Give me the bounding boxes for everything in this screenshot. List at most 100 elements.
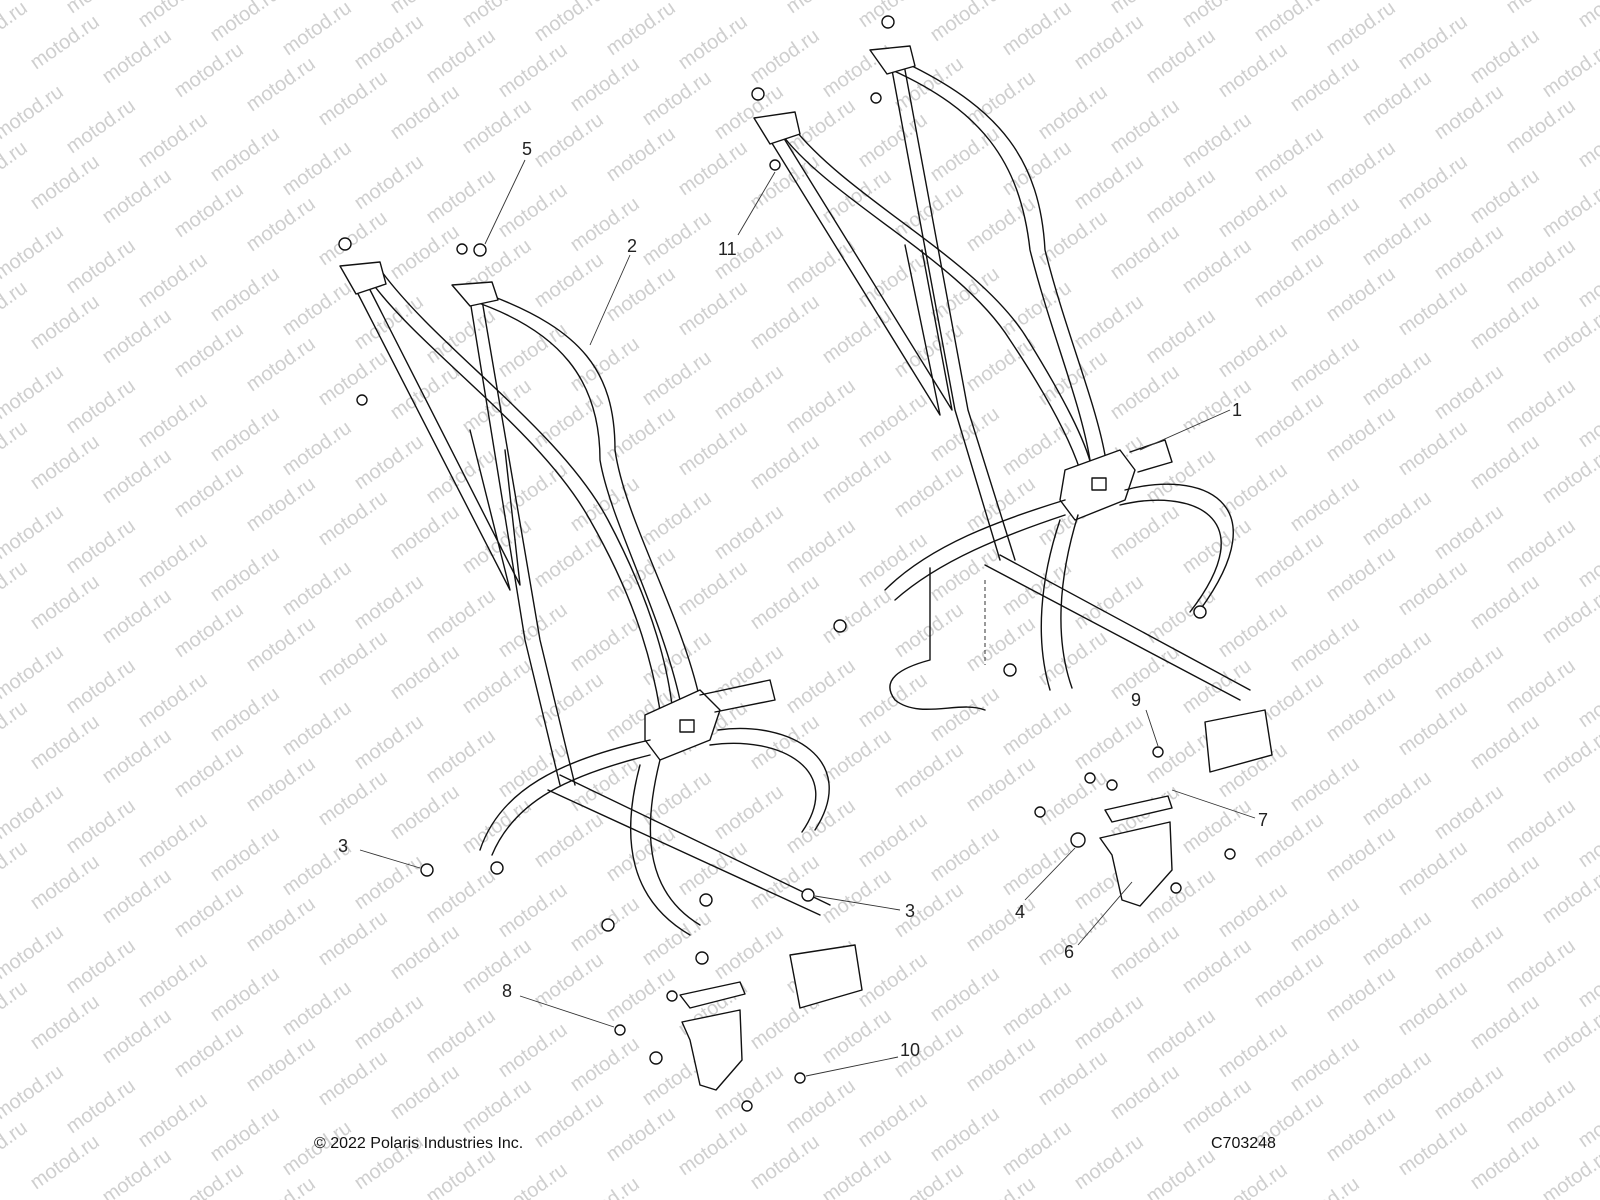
right-lap-anchor	[1193, 605, 1207, 619]
watermark-text: motod.ru	[1286, 53, 1363, 116]
right-seat-bracket	[1099, 821, 1173, 907]
watermark-text: motod.ru	[0, 837, 32, 900]
watermark-text: motod.ru	[1214, 879, 1291, 942]
right-shoulder-strap-left	[779, 125, 1093, 471]
watermark-text: motod.ru	[962, 753, 1039, 816]
watermark-text: motod.ru	[1538, 1145, 1600, 1200]
watermark-text: motod.ru	[0, 0, 32, 60]
left-cross-strap	[355, 281, 521, 591]
right-frame-bar	[984, 554, 1251, 701]
watermark-text: motod.ru	[998, 0, 1075, 60]
left-top-nut-b	[356, 394, 368, 406]
watermark-text: motod.ru	[386, 641, 463, 704]
watermark-text: motod.ru	[890, 179, 967, 242]
watermark-text: motod.ru	[0, 1061, 68, 1124]
watermark-text: motod.ru	[638, 347, 715, 410]
watermark-text: motod.ru	[170, 1159, 247, 1200]
watermark-text: motod.ru	[566, 53, 643, 116]
watermark-text: motod.ru	[26, 431, 103, 494]
watermark-text: motod.ru	[854, 949, 931, 1012]
watermark-text: motod.ru	[1574, 1089, 1600, 1152]
watermark-text: motod.ru	[170, 319, 247, 382]
right-seat-belt-assembly	[751, 15, 1273, 907]
watermark-text: motod.ru	[782, 1075, 859, 1138]
watermark-text: motod.ru	[1106, 95, 1183, 158]
watermark-text: motod.ru	[314, 767, 391, 830]
watermark-text: motod.ru	[386, 501, 463, 564]
watermark-text: motod.ru	[1466, 25, 1543, 88]
watermark-text: motod.ru	[1430, 221, 1507, 284]
watermark-text: motod.ru	[98, 1145, 175, 1200]
watermark-text: motod.ru	[134, 529, 211, 592]
watermark-text: motod.ru	[1394, 277, 1471, 340]
watermark-text: motod.ru	[746, 1131, 823, 1194]
watermark-text: motod.ru	[1070, 991, 1147, 1054]
watermark-text: motod.ru	[998, 1117, 1075, 1180]
watermark-text: motod.ru	[386, 81, 463, 144]
watermark-text: motod.ru	[278, 697, 355, 760]
watermark-text: motod.ru	[710, 641, 787, 704]
watermark-text: motod.ru	[278, 417, 355, 480]
watermark-text: motod.ru	[998, 977, 1075, 1040]
watermark-text: motod.ru	[314, 487, 391, 550]
watermark-text: motod.ru	[1430, 1061, 1507, 1124]
watermark-text: motod.ru	[1574, 529, 1600, 592]
watermark-text: motod.ru	[1466, 291, 1543, 354]
watermark-text: motod.ru	[1142, 25, 1219, 88]
watermark-text: motod.ru	[170, 739, 247, 802]
left-top-nut-a	[456, 243, 468, 255]
left-frame-bar	[547, 774, 831, 916]
watermark-text: motod.ru	[1142, 1005, 1219, 1068]
watermark-text: motod.ru	[1106, 501, 1183, 564]
watermark-text: motod.ru	[1466, 431, 1543, 494]
left-foot-block	[789, 944, 863, 1009]
watermark-text: motod.ru	[962, 473, 1039, 536]
watermark-text: motod.ru	[458, 795, 535, 858]
watermark-text: motod.ru	[1214, 1159, 1291, 1200]
watermark-text: motod.ru	[0, 697, 32, 760]
watermark-text: motod.ru	[494, 179, 571, 242]
watermark-text: motod.ru	[62, 515, 139, 578]
watermark-text: motod.ru	[1466, 851, 1543, 914]
right-nut-d	[1003, 663, 1017, 677]
watermark-text: motod.ru	[62, 935, 139, 998]
watermark-text: motod.ru	[602, 263, 679, 326]
left-top-anchor-b	[451, 281, 499, 307]
watermark-text: motod.ru	[530, 669, 607, 732]
watermark-text: motod.ru	[422, 25, 499, 88]
watermark-text: motod.ru	[1430, 361, 1507, 424]
watermark-text: motod.ru	[1502, 935, 1579, 998]
watermark-text: motod.ru	[746, 851, 823, 914]
watermark-text: motod.ru	[638, 627, 715, 690]
watermark-text: motod.ru	[134, 109, 211, 172]
watermark-text: motod.ru	[242, 333, 319, 396]
watermark-text: motod.ru	[26, 851, 103, 914]
callout-2: 2	[627, 236, 637, 256]
watermark-text: motod.ru	[206, 123, 283, 186]
watermark-text: motod.ru	[1430, 0, 1507, 4]
left-nut-a	[601, 918, 615, 932]
watermark-text: motod.ru	[1034, 0, 1111, 4]
watermark-text: motod.ru	[1502, 655, 1579, 718]
watermark-text: motod.ru	[1034, 1047, 1111, 1110]
watermark-text: motod.ru	[1466, 571, 1543, 634]
watermark-text: motod.ru	[26, 151, 103, 214]
leader-5	[484, 159, 526, 245]
watermark-text: motod.ru	[206, 403, 283, 466]
watermark-text: motod.ru	[1502, 515, 1579, 578]
watermark-text: motod.ru	[1322, 0, 1399, 60]
watermark-text: motod.ru	[0, 557, 32, 620]
watermark-text: motod.ru	[674, 1117, 751, 1180]
watermark-text: motod.ru	[530, 249, 607, 312]
watermark-text: motod.ru	[1070, 151, 1147, 214]
watermark-text: motod.ru	[350, 851, 427, 914]
watermark-text: motod.ru	[638, 207, 715, 270]
watermark-text: motod.ru	[926, 823, 1003, 886]
left-lap-tail-top	[699, 679, 776, 713]
left-nut-b	[699, 893, 713, 907]
watermark-text: motod.ru	[1394, 417, 1471, 480]
watermark-text: motod.ru	[674, 837, 751, 900]
watermark-text: motod.ru	[26, 1131, 103, 1194]
watermark-text: motod.ru	[26, 991, 103, 1054]
